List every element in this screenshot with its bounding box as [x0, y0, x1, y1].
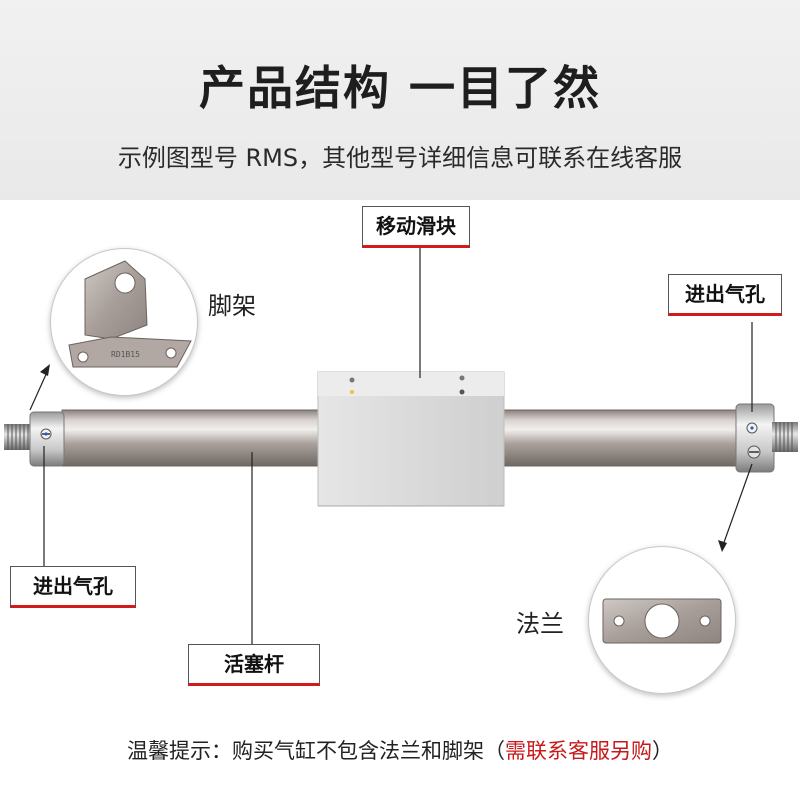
- page-title: 产品结构 一目了然: [198, 61, 601, 115]
- arrow-head-flange: [718, 540, 727, 552]
- bracket-detail-circle: RD1B15: [50, 248, 198, 396]
- footer-note: 温馨提示：购买气缸不包含法兰和脚架（需联系客服另购）: [0, 735, 800, 765]
- slider-block: [317, 371, 505, 507]
- bracket-marking: RD1B15: [111, 350, 140, 359]
- port-right-label: 进出气孔: [668, 274, 782, 316]
- piston-rod-label: 活塞杆: [188, 644, 320, 686]
- flange-detail-circle: [588, 546, 736, 694]
- page-subtitle: 示例图型号 RMS，其他型号详细信息可联系在线客服: [117, 144, 683, 172]
- leader-lines: [29, 248, 753, 646]
- footer-note-end: ）: [652, 739, 673, 763]
- bracket-label: 脚架: [208, 292, 256, 320]
- header-band: [0, 0, 800, 200]
- right-end-cap: [735, 403, 798, 473]
- arrow-head-bracket: [40, 364, 50, 376]
- footer-note-text: 温馨提示：购买气缸不包含法兰和脚架（: [127, 739, 505, 763]
- port-left-label: 进出气孔: [10, 566, 136, 608]
- footer-note-highlight: 需联系客服另购: [505, 739, 652, 763]
- slider-label: 移动滑块: [362, 206, 470, 248]
- flange-label: 法兰: [516, 610, 564, 638]
- bracket-icon: RD1B15: [68, 260, 192, 368]
- flange-icon: [602, 598, 722, 644]
- left-end-cap: [4, 411, 65, 467]
